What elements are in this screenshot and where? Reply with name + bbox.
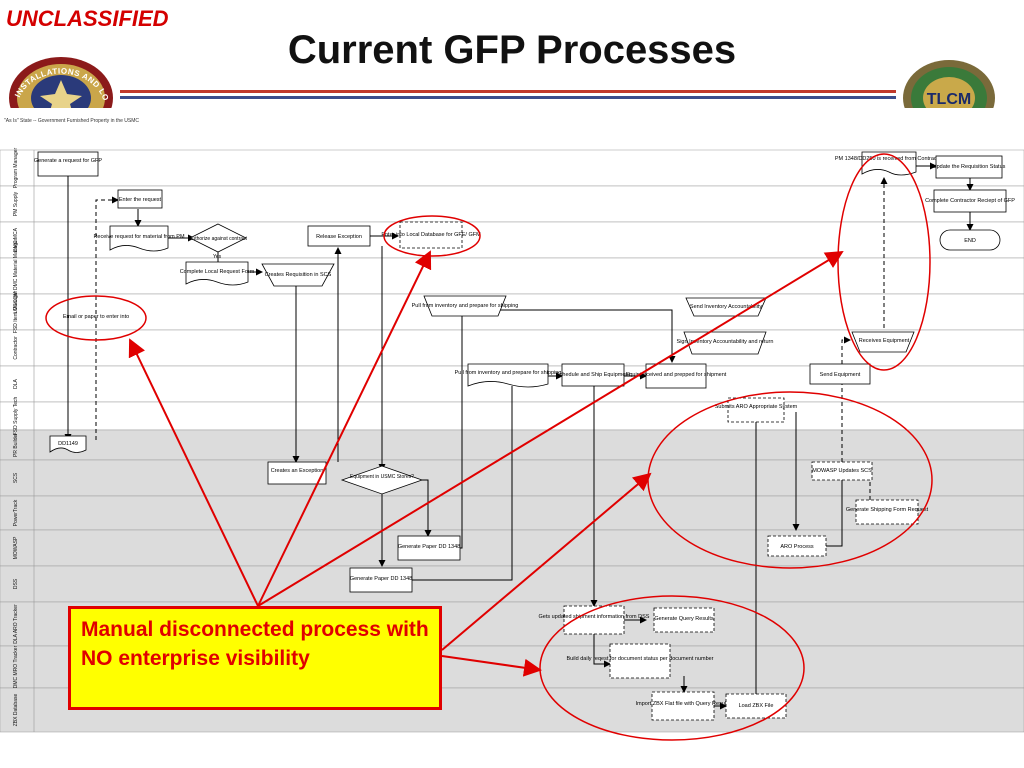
node-receives-equipment: Receives Equipment xyxy=(859,338,910,344)
node-generate-dd1348-b: Generate Paper DD 1348 xyxy=(350,576,412,582)
lane-label: SCS xyxy=(13,472,19,483)
lane-label: Program Manager xyxy=(13,148,19,189)
node-import-zbx: Import ZBX Flat file with Query Results xyxy=(636,701,731,707)
lane-label: DSS xyxy=(13,578,19,589)
lane-label: FSD Item Manager xyxy=(13,291,19,334)
node-mowasp-updates: MOWASP Updates SCS xyxy=(812,468,872,474)
header-rule-red xyxy=(120,90,896,93)
node-schedule-ship: Schedule and Ship Equipment xyxy=(556,372,630,378)
header-rule-blue xyxy=(120,96,896,99)
node-gets-updated: Gets updated shipment information from D… xyxy=(539,614,650,620)
node-enter-request: Enter the request xyxy=(119,197,162,203)
node-send-inventory: Send Inventory Accountability xyxy=(690,304,762,310)
lane-label: PR Builder xyxy=(13,433,19,457)
node-creates-exception: Creates an Exception xyxy=(271,468,324,474)
node-pm-1348: PM 1348/DD250 is received from Contracto… xyxy=(835,156,943,162)
node-receive-request: Receive request for material from PM xyxy=(93,234,185,240)
node-authorize-contract: Authorize against contract xyxy=(189,236,247,242)
node-build-daily: Build daily reqest for document status p… xyxy=(566,656,713,662)
callout-box: Manual disconnected process with NO ente… xyxy=(68,606,442,710)
highlight-ellipse-local-db xyxy=(383,215,481,257)
node-generate-request: Generate a request for GFP xyxy=(34,158,103,164)
lane-label: Contractor xyxy=(13,336,19,360)
lane-label: ZBX Database xyxy=(13,694,19,727)
node-update-status: Update the Requisition Status xyxy=(933,164,1006,170)
callout-text: Manual disconnected process with NO ente… xyxy=(81,618,429,670)
lane-label: DLA ARO Tracker xyxy=(13,604,19,644)
lane-label: MOWASP xyxy=(13,536,19,559)
right-seal-text: TLCM xyxy=(927,91,971,108)
node-generate-shipping: Generate Shipping Form Request xyxy=(846,507,929,513)
classification-marking: UNCLASSIFIED xyxy=(6,6,169,31)
yes-label: Yes xyxy=(213,254,222,260)
node-enter-local-db: Enter into Local Database for GFE/ GFM xyxy=(381,232,481,238)
node-equip-in-usmc: Equipment in USMC Stores? xyxy=(350,474,414,480)
lane-label: DMC MCA xyxy=(13,227,19,252)
node-complete-receipt: Complete Contractor Reciept of GFP xyxy=(925,198,1015,204)
node-release-exception: Release Exception xyxy=(316,234,362,240)
node-submits-aro: Submits ARO Appropriate System xyxy=(715,404,798,410)
node-creates-requisition: Creates Requisition in SCS xyxy=(265,272,332,278)
node-dd1149: DD1149 xyxy=(58,441,78,447)
node-complete-local: Complete Local Request Form xyxy=(180,269,255,275)
node-equip-received: Equip received and prepped for shipment xyxy=(626,372,727,378)
node-send-equipment: Send Equipment xyxy=(820,372,861,378)
node-aro-process: ARO Process xyxy=(780,544,814,550)
node-pull-inventory-dla: Pull from inventory and prepare for ship… xyxy=(455,370,562,376)
node-generate-dd1348-a: Generate Paper DD 1348 xyxy=(398,544,460,550)
lane-label: LOGCOM DMC Material Manager xyxy=(13,238,19,314)
lane-label: DLA xyxy=(13,378,19,388)
lane-label: PM Supply xyxy=(13,191,19,216)
node-generate-query: Generate Query Results xyxy=(654,616,714,622)
slide-title: Current GFP Processes xyxy=(287,28,737,72)
swimlane-diagram: "As Is" State -- Government Furnished Pr… xyxy=(0,108,1024,741)
node-end: END xyxy=(964,238,976,244)
diagram-caption: "As Is" State -- Government Furnished Pr… xyxy=(4,118,139,124)
highlight-ellipse-email xyxy=(45,295,147,341)
lane-label: DMC MRO Tracker xyxy=(13,645,19,688)
node-pull-inventory-fsd: Pull from inventory and prepare for ship… xyxy=(412,303,519,309)
lane-label: PowerTrack xyxy=(13,499,19,526)
node-email-paper: Email or paper to enter into xyxy=(63,314,129,320)
node-load-zbx: Load ZBX File xyxy=(739,703,774,709)
lane-label: FSD Supply Tech xyxy=(13,397,19,436)
node-sign-inventory: Sign Inventory Accountability and return xyxy=(677,339,774,345)
